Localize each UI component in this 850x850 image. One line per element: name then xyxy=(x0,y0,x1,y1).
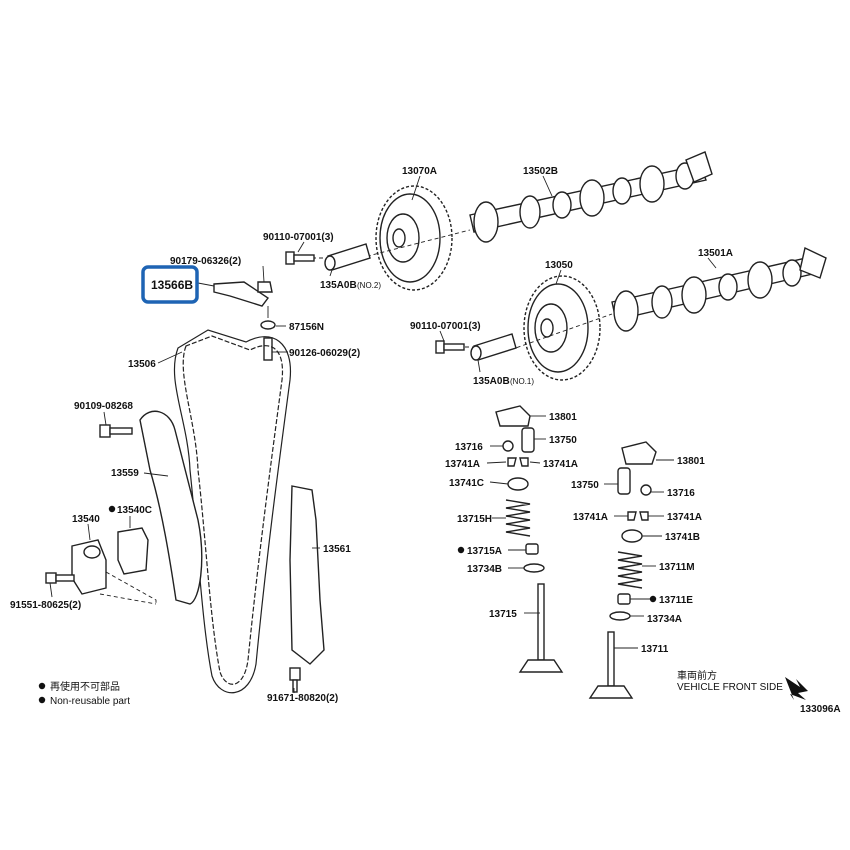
keepers-13741A-a xyxy=(507,457,529,467)
label-13561[interactable]: 13561 xyxy=(323,544,351,555)
label-13741A-left2[interactable]: 13741A xyxy=(573,512,608,523)
seal-13715A xyxy=(525,543,539,555)
label-91551[interactable]: 91551-80625(2) xyxy=(10,600,81,611)
label-13506[interactable]: 13506 xyxy=(128,359,156,370)
label-13741B[interactable]: 13741B xyxy=(665,532,700,543)
label-13750a[interactable]: 13750 xyxy=(549,435,577,446)
sprocket-13050 xyxy=(523,275,601,381)
label-135A0B-no2[interactable]: 135A0B xyxy=(320,280,357,291)
label-90179[interactable]: 90179-06326(2) xyxy=(170,256,241,267)
washer-13734A xyxy=(609,611,631,621)
camshaft-13502B xyxy=(469,151,713,243)
stud-90126 xyxy=(263,337,273,361)
label-13741A-right[interactable]: 13741A xyxy=(543,459,578,470)
keepers-13741A-b xyxy=(627,511,649,521)
label-13801a[interactable]: 13801 xyxy=(549,412,577,423)
shim-13716a xyxy=(502,440,514,452)
label-13734A[interactable]: 13734A xyxy=(647,614,682,625)
label-13734B[interactable]: 13734B xyxy=(467,564,502,575)
timing-chain-13506 xyxy=(173,329,292,694)
exhaust-valve-13711 xyxy=(588,631,634,699)
label-90110-lower[interactable]: 90110-07001(3) xyxy=(410,321,481,332)
vehicle-front-indicator: 車両前方 VEHICLE FRONT SIDE xyxy=(677,669,808,700)
plate-13566B xyxy=(213,281,273,307)
spring-13711M xyxy=(617,551,643,589)
tensioner-13540 xyxy=(71,539,107,595)
label-13715A[interactable]: 13715A xyxy=(467,546,502,557)
label-13559[interactable]: 13559 xyxy=(111,468,139,479)
label-13741A-left[interactable]: 13741A xyxy=(445,459,480,470)
label-no2: (NO.2) xyxy=(357,281,381,290)
label-13711M[interactable]: 13711M xyxy=(659,562,695,573)
label-13501A[interactable]: 13501A xyxy=(698,248,733,259)
label-13750b[interactable]: 13750 xyxy=(571,480,599,491)
bolt-90110-upper xyxy=(285,251,315,265)
nonreusable-dot-13540C xyxy=(108,505,116,513)
label-13711E[interactable]: 13711E xyxy=(659,595,693,606)
label-90109[interactable]: 90109-08268 xyxy=(74,401,133,412)
label-13715H[interactable]: 13715H xyxy=(457,514,492,525)
washer-13734B xyxy=(523,563,545,573)
shim-13716b xyxy=(640,484,652,496)
front-label-en: VEHICLE FRONT SIDE xyxy=(677,682,783,693)
label-90126[interactable]: 90126-06029(2) xyxy=(289,348,360,359)
label-13050[interactable]: 13050 xyxy=(545,260,573,271)
legend: 再使用不可部品 Non-reusable part xyxy=(38,680,130,707)
bolt-91671 xyxy=(289,667,301,693)
label-no1: (NO.1) xyxy=(510,377,534,386)
retainer-13741C xyxy=(507,477,529,491)
label-13711[interactable]: 13711 xyxy=(641,644,669,655)
legend-dot-2 xyxy=(38,696,46,704)
label-90110-upper[interactable]: 90110-07001(3) xyxy=(263,232,334,243)
label-13741A-right2[interactable]: 13741A xyxy=(667,512,702,523)
front-label-jp: 車両前方 xyxy=(677,669,717,682)
label-13715[interactable]: 13715 xyxy=(489,609,517,620)
sprocket-13070A xyxy=(375,185,453,291)
camshaft-13501A xyxy=(611,246,827,332)
label-91671[interactable]: 91671-80820(2) xyxy=(267,693,338,704)
bolt-90109 xyxy=(99,424,133,438)
label-13540[interactable]: 13540 xyxy=(72,514,100,525)
part-labels: 13070A 13502B 13501A 13050 90110-07001(3… xyxy=(10,166,733,704)
label-13716b[interactable]: 13716 xyxy=(667,488,695,499)
lash-adjuster-13750a xyxy=(521,427,535,453)
washer-87156N xyxy=(260,320,276,330)
chain-slipper-13559 xyxy=(139,410,203,605)
valve-135A0B-no2 xyxy=(324,243,371,271)
legend-dot-1 xyxy=(38,682,46,690)
label-13070A[interactable]: 13070A xyxy=(402,166,437,177)
retainer-13741B xyxy=(621,529,643,543)
legend-line-jp: 再使用不可部品 xyxy=(50,680,120,693)
bolt-91551 xyxy=(45,572,75,584)
bolt-90110-lower xyxy=(435,340,465,354)
gasket-13540C xyxy=(117,527,149,575)
label-13716a[interactable]: 13716 xyxy=(455,442,483,453)
valve-135A0B-no1 xyxy=(470,333,517,361)
label-13741C[interactable]: 13741C xyxy=(449,478,484,489)
label-135A0B-no1[interactable]: 135A0B xyxy=(473,376,510,387)
intake-valve-13715 xyxy=(518,583,564,673)
label-13801b[interactable]: 13801 xyxy=(677,456,705,467)
nonreusable-dot-13711E xyxy=(649,595,657,603)
label-13502B[interactable]: 13502B xyxy=(523,166,558,177)
rocker-arm-13801b xyxy=(621,441,657,465)
label-13566B[interactable]: 13566B xyxy=(151,278,193,292)
lash-adjuster-13750b xyxy=(617,467,631,495)
seal-13711E xyxy=(617,593,631,605)
chain-guide-13561 xyxy=(289,485,325,665)
spring-13715H xyxy=(505,499,531,537)
figure-code: 133096A xyxy=(800,704,841,715)
nonreusable-dot-13715A xyxy=(457,546,465,554)
legend-line-en: Non-reusable part xyxy=(50,696,130,707)
label-87156N[interactable]: 87156N xyxy=(289,322,324,333)
label-13540C[interactable]: 13540C xyxy=(117,505,152,516)
rocker-arm-13801a xyxy=(495,405,531,427)
front-arrow-icon xyxy=(785,677,808,700)
highlight-box-13566B xyxy=(141,265,199,304)
